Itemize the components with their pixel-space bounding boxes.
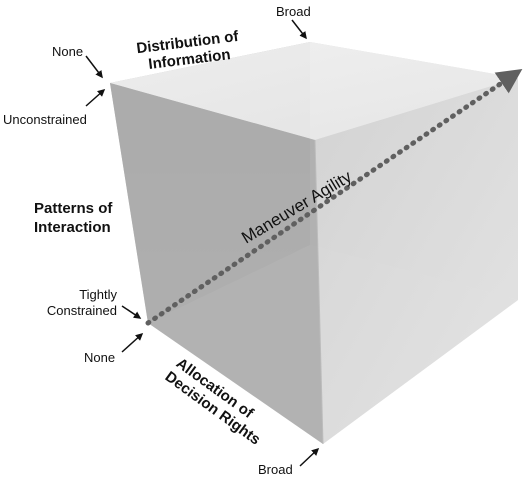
cube-front-right-face [315, 78, 518, 444]
decision-low-arrow [121, 332, 144, 353]
interaction-low-arrow [85, 89, 106, 107]
interaction-axis-title-line2: Interaction [34, 219, 111, 236]
information-high-arrow [291, 19, 307, 40]
cube [110, 42, 518, 445]
cube-inner-edge [314, 139, 324, 445]
cube-top-face [110, 42, 518, 140]
interaction-axis-high-label-line2: Constrained [47, 303, 117, 318]
decision-axis-low-label: None [84, 350, 115, 365]
decision-high-arrow [299, 447, 320, 467]
interaction-axis-title-line1: Patterns of [34, 200, 113, 217]
interaction-axis-low-label: Unconstrained [3, 112, 87, 127]
information-axis-low-label: None [52, 44, 83, 59]
decision-axis-high-label: Broad [258, 462, 293, 477]
interaction-high-arrow [121, 305, 142, 319]
information-axis-high-label: Broad [276, 4, 311, 19]
agility-diagonal-arrow [145, 68, 523, 326]
information-low-arrow [85, 55, 103, 79]
interaction-axis-high-label-line1: Tightly [79, 287, 117, 302]
cube-front-left-face [110, 83, 323, 444]
